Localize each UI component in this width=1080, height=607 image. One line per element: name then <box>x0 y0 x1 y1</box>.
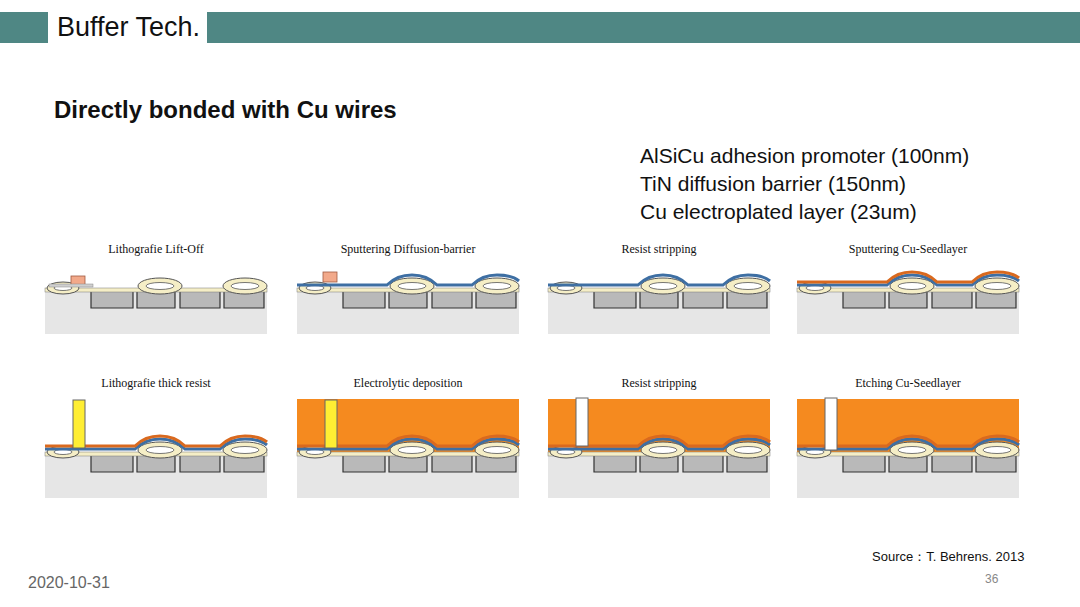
heading: Directly bonded with Cu wires <box>54 96 397 124</box>
layer-note: TiN diffusion barrier (150nm) <box>640 172 906 196</box>
step-caption: Electrolytic deposition <box>297 375 519 391</box>
title-bar <box>0 12 48 43</box>
step-caption: Resist stripping <box>548 241 770 257</box>
layer-note: AlSiCu adhesion promoter (100nm) <box>640 144 969 168</box>
date: 2020-10-31 <box>28 574 110 592</box>
source-note: Source：T. Behrens. 2013 <box>872 548 1024 566</box>
layer-note: Cu electroplated layer (23um) <box>640 200 917 224</box>
step-caption: Sputtering Cu-Seedlayer <box>797 241 1019 257</box>
step-caption: Etching Cu-Seedlayer <box>797 375 1019 391</box>
step-caption: Lithografie Lift-Off <box>45 241 267 257</box>
title-bar <box>207 12 1080 43</box>
step-caption: Resist stripping <box>548 375 770 391</box>
page-number: 36 <box>985 572 998 586</box>
slide-title: Buffer Tech. <box>54 10 203 44</box>
step-caption: Lithografie thick resist <box>45 375 267 391</box>
step-caption: Sputtering Diffusion-barrier <box>297 241 519 257</box>
